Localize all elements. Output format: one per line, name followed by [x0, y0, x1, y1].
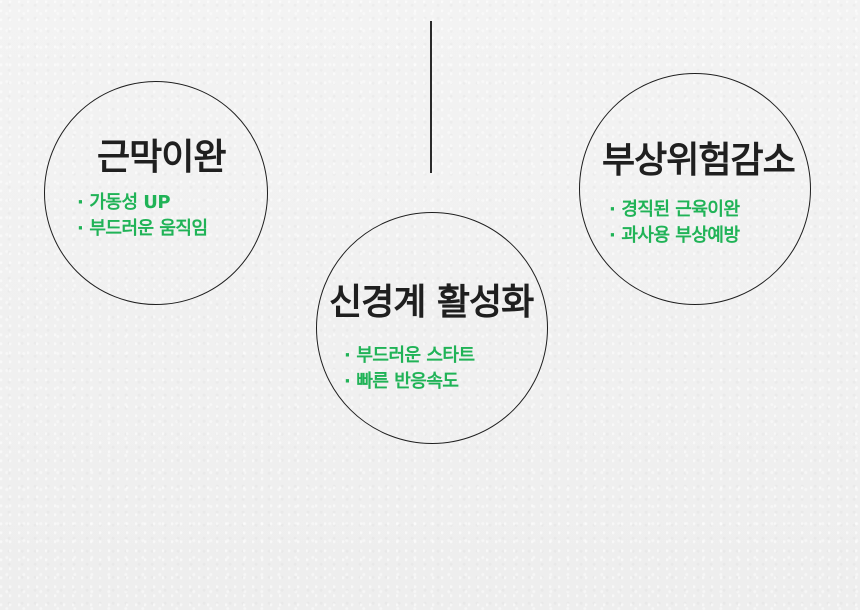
nerve-activation-item-1: 부드러운 스타트: [344, 347, 475, 365]
nerve-activation-circle: [316, 212, 548, 444]
muscle-relaxation-circle: [44, 81, 268, 305]
vertical-divider: [430, 21, 432, 173]
injury-risk-reduction-item-2: 과사용 부상예방: [609, 227, 740, 245]
injury-risk-reduction-list: 경직된 근육이완 과사용 부상예방: [609, 201, 740, 253]
nerve-activation-list: 부드러운 스타트 빠른 반응속도: [344, 347, 475, 399]
muscle-relaxation-title: 근막이완: [97, 137, 226, 178]
muscle-relaxation-list: 가동성 UP 부드러운 움직임: [77, 194, 208, 246]
injury-risk-reduction-item-1: 경직된 근육이완: [609, 201, 740, 219]
injury-risk-reduction-circle: [579, 73, 811, 305]
nerve-activation-item-2: 빠른 반응속도: [344, 373, 475, 391]
muscle-relaxation-item-1: 가동성 UP: [77, 194, 208, 212]
muscle-relaxation-item-2: 부드러운 움직임: [77, 220, 208, 238]
nerve-activation-title: 신경계 활성화: [329, 282, 534, 323]
injury-risk-reduction-title: 부상위험감소: [602, 140, 796, 181]
